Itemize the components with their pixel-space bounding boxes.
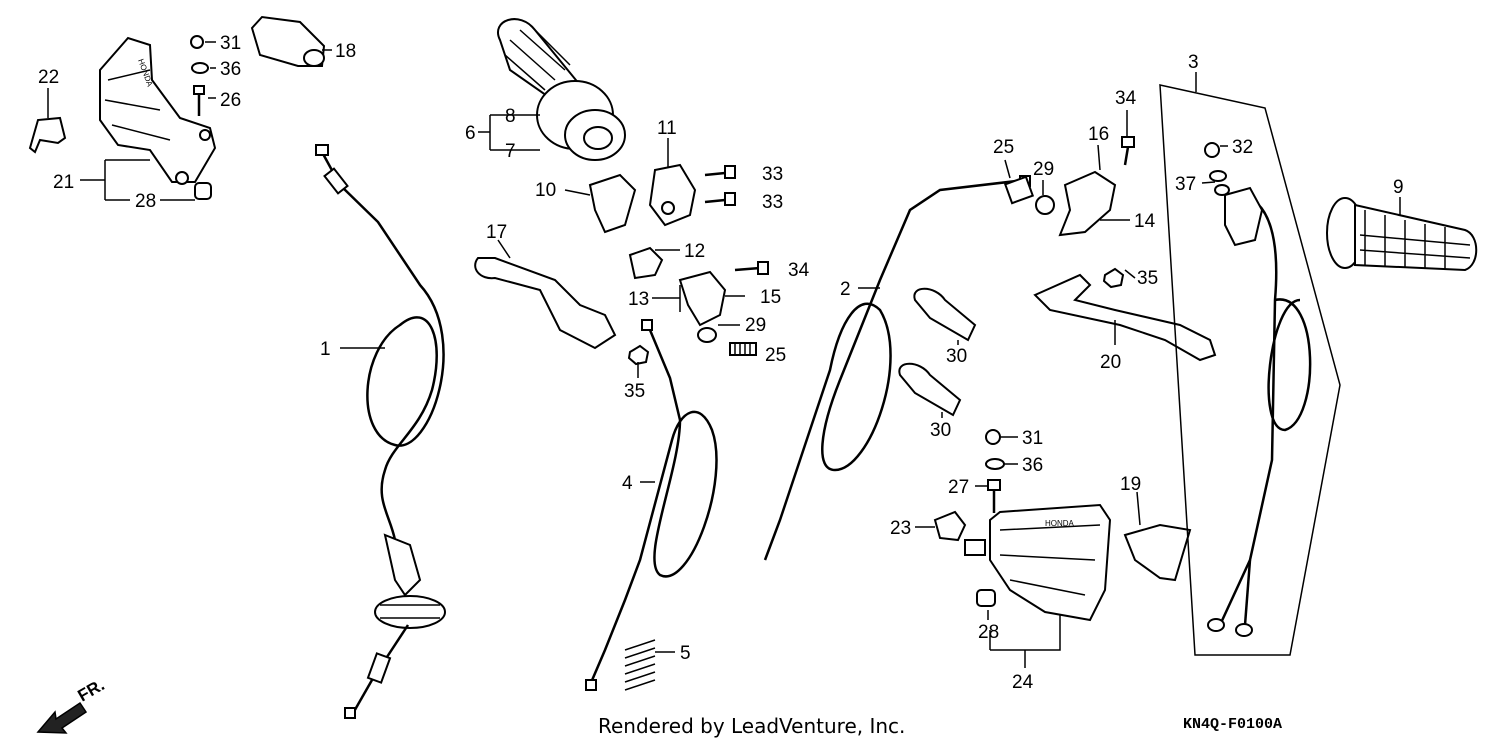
grommet-28-left xyxy=(194,182,212,200)
bolt-34-right xyxy=(1121,136,1135,166)
leader-lines xyxy=(47,41,1401,668)
front-direction-arrow: FR. xyxy=(36,675,108,734)
label-8: 8 xyxy=(505,106,516,127)
screws-33 xyxy=(704,165,736,206)
switch-assembly-3 xyxy=(1159,84,1341,656)
label-9: 9 xyxy=(1393,177,1404,198)
label-6: 6 xyxy=(465,123,476,144)
label-34b: 34 xyxy=(1115,88,1137,109)
label-19: 19 xyxy=(1120,474,1141,495)
label-30a: 30 xyxy=(946,346,967,367)
nut-35-left xyxy=(627,344,650,366)
label-4: 4 xyxy=(622,473,633,494)
screw-32 xyxy=(1204,142,1220,158)
spring-5 xyxy=(624,639,656,691)
label-7: 7 xyxy=(505,141,516,162)
label-1: 1 xyxy=(320,339,331,360)
label-3: 3 xyxy=(1188,52,1199,73)
label-35a: 35 xyxy=(624,381,645,402)
label-27: 27 xyxy=(948,477,969,498)
label-2: 2 xyxy=(840,279,851,300)
adjuster-25-left xyxy=(729,342,757,356)
bracket-13-15 xyxy=(678,270,727,327)
label-16: 16 xyxy=(1088,124,1109,145)
nut-29-left xyxy=(697,327,717,343)
throttle-housing-11 xyxy=(648,163,697,227)
throttle-housing-10 xyxy=(588,173,637,234)
label-25a: 25 xyxy=(765,345,786,366)
label-28a: 28 xyxy=(135,191,156,212)
label-33a: 33 xyxy=(762,164,783,185)
label-12: 12 xyxy=(684,241,705,262)
label-36a: 36 xyxy=(220,59,241,80)
label-30b: 30 xyxy=(930,420,951,441)
clip-30-lower xyxy=(898,362,962,417)
throttle-grip xyxy=(497,18,626,161)
label-5: 5 xyxy=(680,643,691,664)
lever-20 xyxy=(1033,273,1217,362)
label-36b: 36 xyxy=(1022,455,1043,476)
label-29b: 29 xyxy=(1033,159,1054,180)
label-34a: 34 xyxy=(788,260,810,281)
clip-12 xyxy=(628,246,664,280)
throttle-cable xyxy=(315,144,446,719)
bolt-34-left xyxy=(734,261,769,275)
label-23: 23 xyxy=(890,518,911,539)
label-26: 26 xyxy=(220,90,241,111)
bracket-22 xyxy=(28,116,67,154)
label-31a: 31 xyxy=(220,33,241,54)
footer-credit: Rendered by LeadVenture, Inc. xyxy=(598,714,906,738)
label-29a: 29 xyxy=(745,315,766,336)
lever-17 xyxy=(474,257,617,350)
bracket-14-16 xyxy=(1058,170,1117,237)
brand-text-right: HONDA xyxy=(1045,519,1075,528)
label-31b: 31 xyxy=(1022,428,1043,449)
adjuster-25-right xyxy=(1003,175,1055,215)
callout-labels: 1 2 3 4 5 6 7 8 9 10 11 12 13 14 15 16 1… xyxy=(38,33,1404,693)
label-28b: 28 xyxy=(978,622,999,643)
label-20: 20 xyxy=(1100,352,1121,373)
label-37: 37 xyxy=(1175,174,1196,195)
label-17: 17 xyxy=(486,222,507,243)
front-label: FR. xyxy=(75,675,108,705)
label-32: 32 xyxy=(1232,137,1253,158)
label-35b: 35 xyxy=(1137,268,1158,289)
grip-9 xyxy=(1326,197,1478,272)
nut-35-right xyxy=(1102,267,1125,289)
label-21: 21 xyxy=(53,172,74,193)
label-15: 15 xyxy=(760,287,781,308)
diagram-code: KN4Q-F0100A xyxy=(1183,716,1283,733)
label-22: 22 xyxy=(38,67,59,88)
label-10: 10 xyxy=(535,180,556,201)
washers-37 xyxy=(1209,170,1230,196)
cable-2 xyxy=(763,175,1031,561)
clip-30-upper xyxy=(913,287,977,342)
bolt-stack-right xyxy=(985,429,1005,513)
grommet-28-right xyxy=(976,589,996,607)
clip-23 xyxy=(933,510,967,542)
hand-guard-left: HONDA xyxy=(99,36,217,185)
label-13: 13 xyxy=(628,289,649,310)
label-11: 11 xyxy=(657,118,677,139)
bolt-stack-left xyxy=(190,35,209,116)
hand-guard-right: HONDA xyxy=(964,503,1112,622)
label-24: 24 xyxy=(1012,672,1034,693)
label-14: 14 xyxy=(1134,211,1156,232)
label-33b: 33 xyxy=(762,192,783,213)
clutch-cable xyxy=(585,319,718,691)
label-18: 18 xyxy=(335,41,356,62)
boot-19 xyxy=(1123,523,1192,582)
label-25b: 25 xyxy=(993,137,1014,158)
